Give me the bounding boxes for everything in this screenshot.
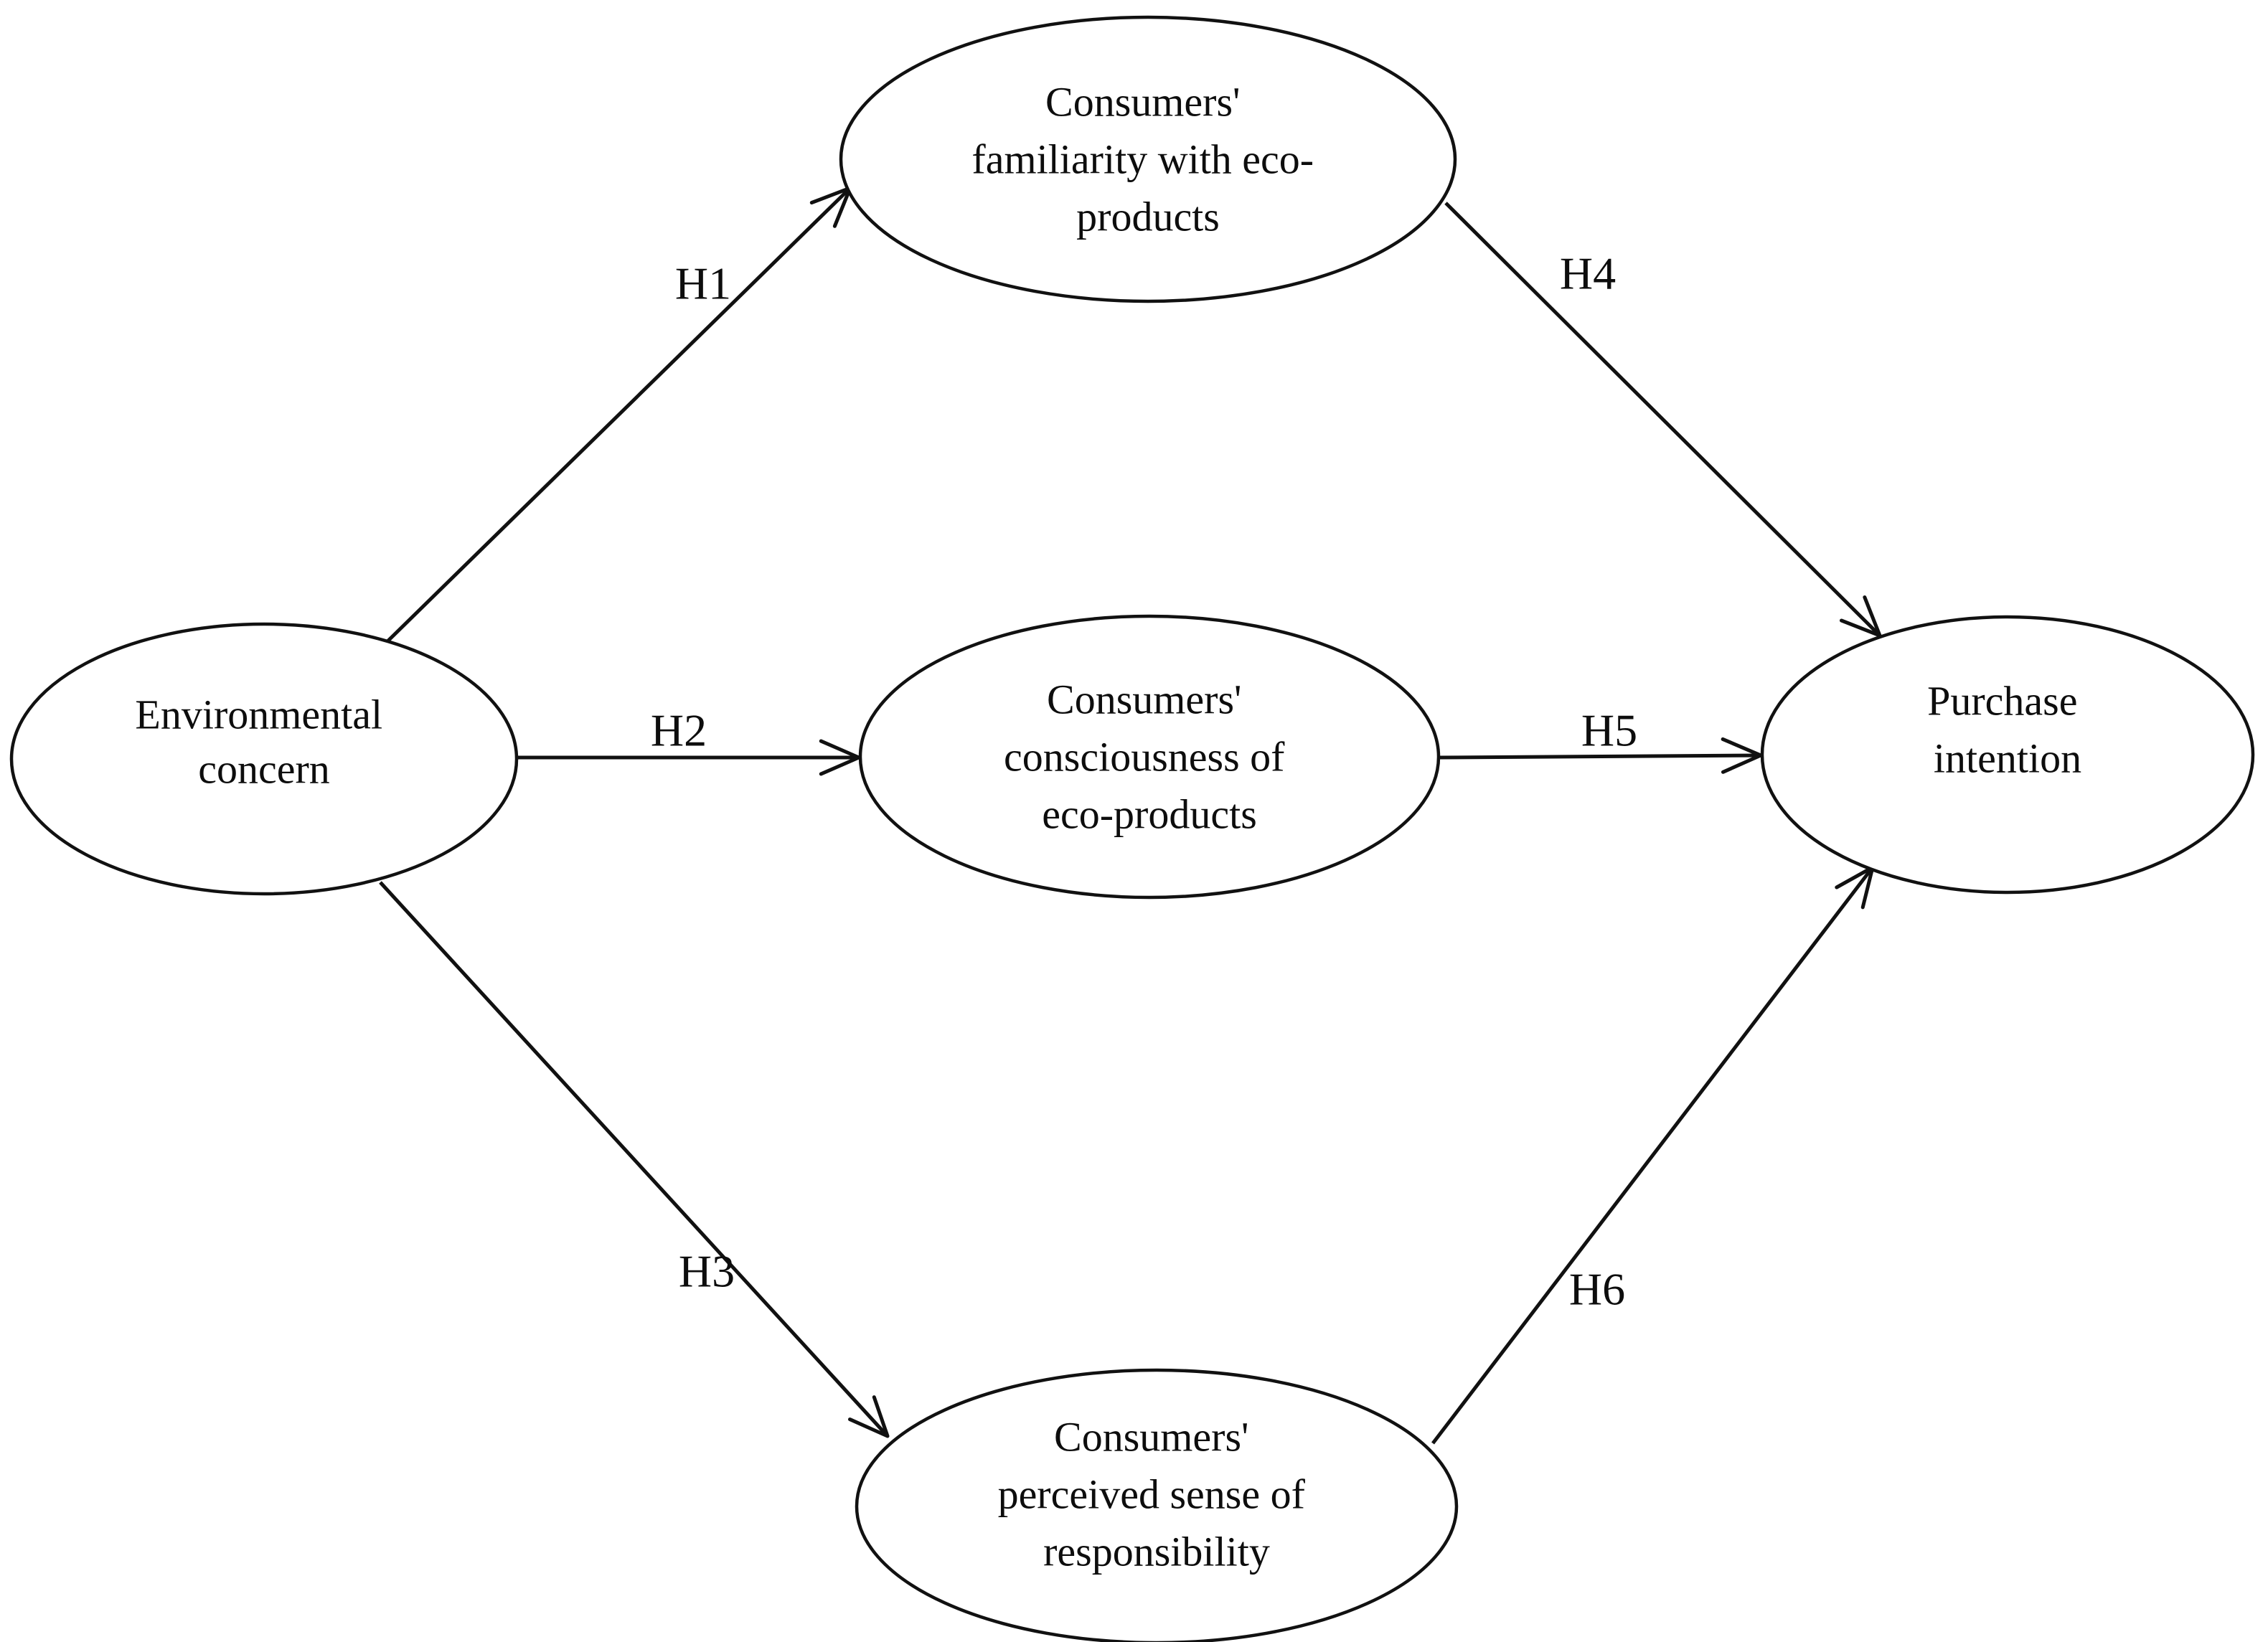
node-line: eco-products bbox=[1042, 791, 1257, 838]
edge-labels-layer: H1 H2 H3 H4 H5 H6 bbox=[651, 248, 1637, 1315]
edge-h4-label: H4 bbox=[1560, 248, 1616, 299]
node-environmental-concern-ellipse bbox=[9, 622, 519, 896]
edges-layer bbox=[379, 186, 1882, 1445]
node-line: perceived sense of bbox=[998, 1471, 1306, 1518]
node-consciousness: Consumers' consciousness of eco-products bbox=[858, 614, 1441, 900]
node-line: Consumers' bbox=[1045, 79, 1240, 126]
node-line: Purchase bbox=[1927, 678, 2077, 725]
node-responsibility: Consumers' perceived sense of responsibi… bbox=[855, 1368, 1459, 1642]
edge-h5-label: H5 bbox=[1581, 705, 1637, 756]
node-line: Environmental bbox=[135, 692, 382, 738]
node-environmental-concern: Environmental concern bbox=[9, 622, 519, 896]
node-familiarity: Consumers' familiarity with eco- product… bbox=[839, 15, 1457, 303]
node-consciousness-label: Consumers' consciousness of eco-products bbox=[1004, 662, 1295, 838]
node-consciousness-ellipse bbox=[858, 614, 1441, 900]
edge-h4-arrow bbox=[1444, 202, 1882, 638]
node-line: Consumers' bbox=[1047, 676, 1241, 723]
node-line: concern bbox=[198, 746, 330, 793]
edge-h6-label: H6 bbox=[1569, 1264, 1625, 1315]
edge-h3-label: H3 bbox=[679, 1246, 735, 1297]
node-line: consciousness of bbox=[1004, 734, 1285, 780]
node-line: familiarity with eco- bbox=[971, 136, 1314, 183]
node-line: responsibility bbox=[1043, 1529, 1270, 1575]
node-line: products bbox=[1076, 194, 1220, 240]
edge-h1-label: H1 bbox=[675, 258, 731, 309]
node-responsibility-ellipse bbox=[855, 1368, 1459, 1642]
node-purchase-intention-label: Purchase intention bbox=[1927, 664, 2088, 782]
edge-h2-label: H2 bbox=[651, 705, 707, 756]
node-line: intention bbox=[1934, 735, 2081, 782]
edge-h6-arrow bbox=[1431, 865, 1875, 1445]
node-familiarity-ellipse bbox=[839, 15, 1457, 303]
edge-h3-arrow bbox=[379, 881, 890, 1438]
node-purchase-intention-ellipse bbox=[1760, 615, 2255, 895]
node-environmental-concern-label: Environmental concern bbox=[135, 677, 392, 793]
node-familiarity-label: Consumers' familiarity with eco- product… bbox=[971, 65, 1324, 240]
edge-h1-arrow bbox=[384, 186, 852, 645]
edge-h5-arrow bbox=[1439, 737, 1763, 774]
node-responsibility-label: Consumers' perceived sense of responsibi… bbox=[998, 1400, 1316, 1575]
node-purchase-intention: Purchase intention bbox=[1760, 615, 2255, 895]
node-line: Consumers' bbox=[1054, 1414, 1248, 1461]
